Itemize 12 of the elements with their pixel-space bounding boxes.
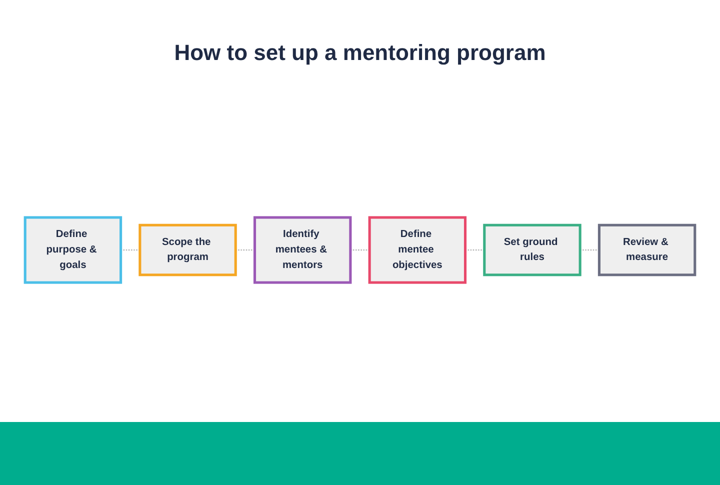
connector <box>350 249 370 251</box>
node-box: Identify mentees & mentors <box>253 216 352 284</box>
connector <box>236 249 255 251</box>
node-box: Define purpose & goals <box>24 216 122 284</box>
connector <box>580 249 600 251</box>
node-box: Scope the program <box>138 224 237 276</box>
node-box: Define mentee objectives <box>368 216 467 284</box>
node-box: Set ground rules <box>483 224 582 276</box>
connector <box>120 249 140 251</box>
title: How to set up a mentoring program <box>173 40 547 66</box>
connector <box>465 249 484 251</box>
node-box: Review & measure <box>598 224 696 276</box>
